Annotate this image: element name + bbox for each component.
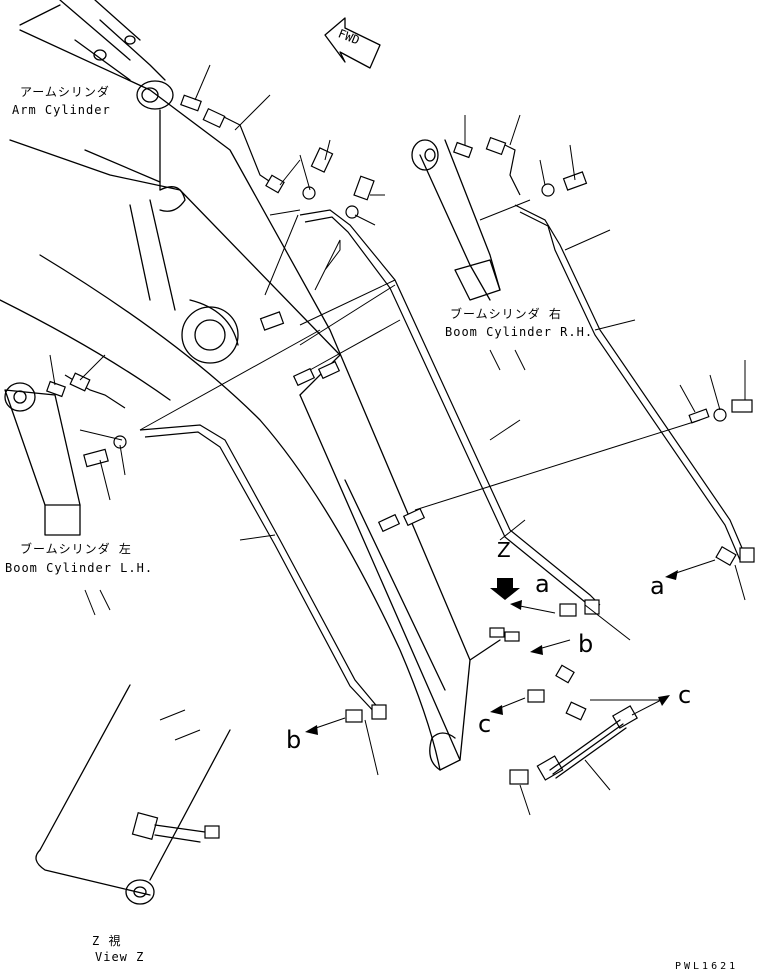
fittings	[46, 94, 755, 785]
boom-foot-pin	[181, 299, 239, 364]
view-z-jp-label: Z 視	[92, 934, 122, 948]
reference-a-right: a	[650, 572, 665, 600]
boom-cylinder-rh-jp-label: ブームシリンダ 右	[450, 307, 562, 321]
leader-lines	[49, 64, 746, 816]
boom-cylinder-lh-en-label: Boom Cylinder L.H.	[5, 561, 154, 575]
view-z-detail	[35, 684, 231, 905]
z-marker-label: Z	[497, 538, 511, 562]
boom-cylinder-lh-jp-label: ブームシリンダ 左	[20, 542, 132, 556]
reference-b-left: b	[286, 726, 302, 754]
reference-a-upper: a	[535, 570, 550, 598]
pipe-clamps	[259, 311, 710, 642]
reference-c-right: c	[678, 681, 692, 709]
hose-assembly	[549, 719, 627, 779]
reference-b-right: b	[578, 630, 594, 658]
reference-arrows	[305, 559, 716, 735]
boom-outline	[0, 0, 501, 771]
arm-cylinder-head	[74, 19, 186, 212]
arm-cylinder-en-label: Arm Cylinder	[12, 103, 111, 117]
view-z-en-label: View Z	[95, 950, 145, 964]
arm-cylinder-jp-label: アームシリンダ	[20, 85, 110, 99]
boom-cylinder-lh	[4, 382, 81, 536]
reference-c-left: c	[478, 710, 492, 738]
boom-cylinder-rh-en-label: Boom Cylinder R.H.	[445, 325, 594, 339]
boom-cylinder-rh	[411, 139, 501, 301]
drawing-code: PWL1621	[675, 961, 739, 972]
hydraulic-pipes	[64, 109, 746, 717]
fwd-arrow	[324, 17, 381, 69]
